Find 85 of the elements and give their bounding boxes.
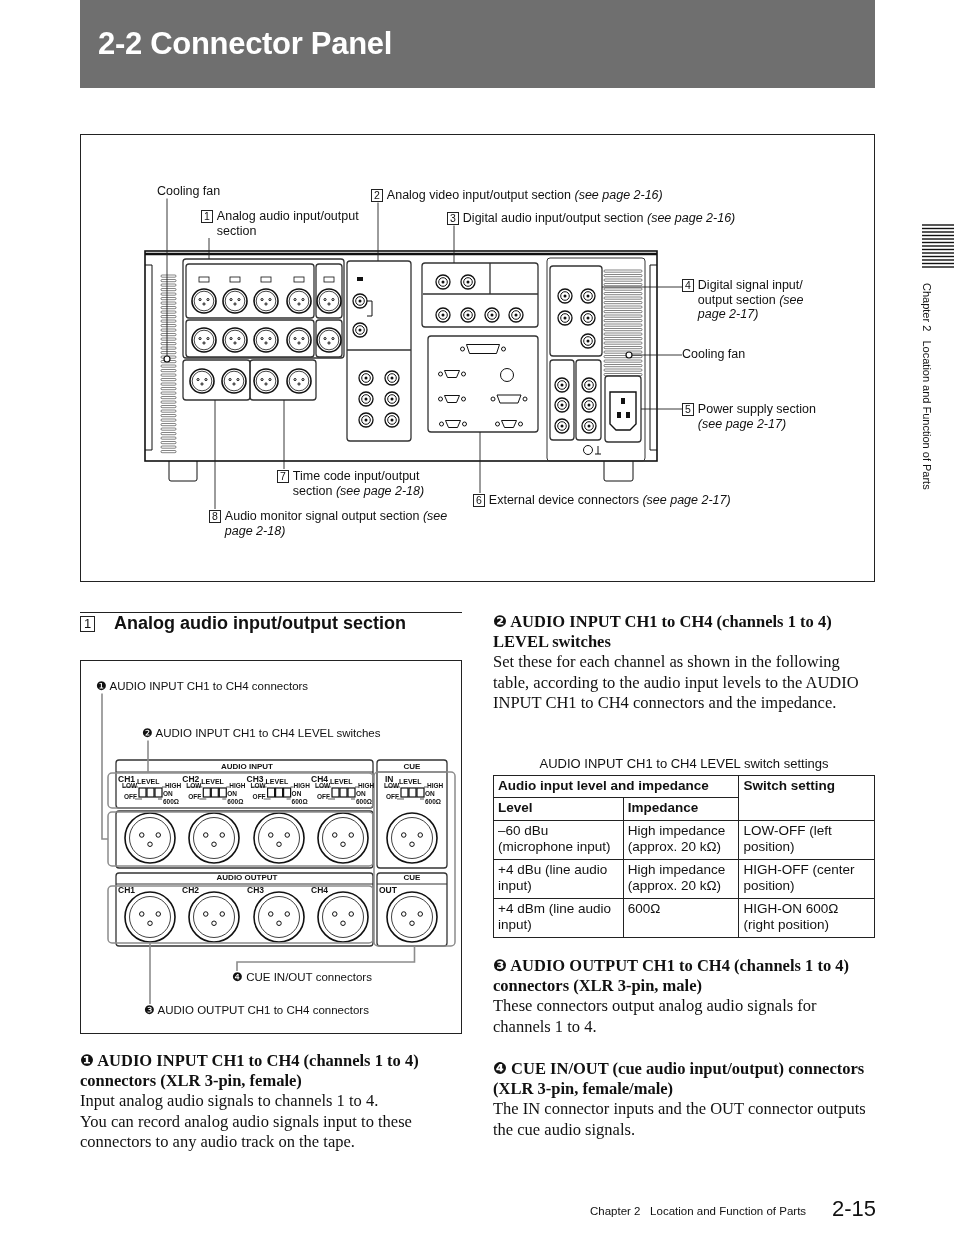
section-outline (182, 258, 345, 359)
callout-number: 1 (201, 210, 213, 223)
leader-line (631, 354, 683, 356)
item-heading: ❹ CUE IN/OUT (cue audio input/output) connectors (XLR 3-pin, female/male) (493, 1059, 866, 1099)
panel-label: CH1 (118, 774, 135, 784)
body-text: Input analog audio signals to channels 1 to 4. (80, 1091, 380, 1112)
callout-label: External device connectors (see page 2-17) (488, 493, 731, 508)
section-outline (604, 375, 642, 443)
section-heading: Analog audio input/output section (114, 613, 406, 634)
callout-number: 8 (209, 510, 221, 523)
callout-number: 3 (447, 212, 459, 225)
table-header-cell: Level (493, 797, 624, 821)
table-cell: +4 dBu (line audio input) (493, 859, 624, 899)
callout-label: Cooling fan (682, 347, 746, 362)
leader-line (640, 408, 683, 410)
callout-number: 6 (473, 494, 485, 507)
table-header-cell: Switch setting (738, 775, 875, 821)
callout-label: Cooling fan (157, 184, 221, 199)
highlight-outline (373, 771, 456, 947)
body-text: The IN connector inputs and the OUT connector outputs the cue audio signals. (493, 1099, 867, 1140)
leader-line (147, 739, 149, 774)
table-cell: +4 dBm (line audio input) (493, 898, 624, 938)
panel-label: CH4 (311, 885, 328, 895)
panel-label: CH1 (118, 885, 135, 895)
leader-line (214, 399, 216, 510)
leader-line (453, 225, 455, 264)
section-number: 1 (80, 616, 96, 632)
chapter-tab-label: Chapter 2 Location and Function of Parts (921, 283, 933, 490)
table-header-cell: Audio input level and impedance (493, 775, 739, 798)
callout-label: ❸ AUDIO OUTPUT CH1 to CH4 connectors (144, 1004, 369, 1018)
panel-label: OUT (379, 885, 397, 895)
page-title: 2-2 Connector Panel (98, 26, 393, 62)
panel-label: CH3 (247, 885, 264, 895)
section-outline (249, 359, 317, 401)
panel-label: IN (385, 774, 394, 784)
cooling-fan-marker (625, 351, 633, 359)
leader-line (236, 945, 416, 972)
panel-label: CUE (403, 874, 421, 882)
leader-line (101, 692, 109, 840)
leader-line (377, 202, 379, 262)
leader-line (149, 942, 151, 1005)
table-cell: High impedance (approx. 20 kΩ) (623, 859, 739, 899)
table-cell: LOW-OFF (left position) (738, 820, 875, 860)
highlight-outline (107, 885, 374, 944)
panel-label: CH2 (182, 774, 200, 784)
section-outline (421, 262, 539, 328)
leader-line (166, 198, 168, 357)
panel-label: CH3 (246, 774, 264, 784)
leader-line (208, 237, 210, 260)
table-cell: 600Ω (623, 898, 739, 938)
body-text: Set these for each channel as shown in the following table, according to the audio input levels to the AUDIO INPUT CH1 to CH4 connectors and the impedance. (493, 652, 860, 714)
highlight-outline (107, 772, 374, 809)
table-cell: HIGH-ON 600Ω (right position) (738, 898, 875, 938)
item-heading: ❷ AUDIO INPUT CH1 to CH4 (channels 1 to 4) LEVEL switches (493, 612, 833, 652)
table-cell: High impedance (approx. 20 kΩ) (623, 820, 739, 860)
page-number: 2-15 (832, 1196, 877, 1222)
callout-label: ❶ AUDIO INPUT CH1 to CH4 connectors (96, 680, 309, 694)
callout-number: 2 (371, 189, 383, 202)
callout-label: Digital audio input/output section (see page 2-16) (462, 211, 736, 226)
callout-number: 5 (682, 403, 694, 416)
highlight-outline (107, 811, 374, 867)
table-cell: –60 dBu (microphone input) (493, 820, 624, 860)
body-text: You can record analog audio signals input to these connectors to any audio track on the tape. (80, 1111, 413, 1153)
callout-number: 4 (682, 279, 694, 292)
table-cell: HIGH-OFF (center position) (738, 859, 875, 899)
callout-label: ❷ AUDIO INPUT CH1 to CH4 LEVEL switches (142, 727, 381, 741)
panel-label: AUDIO OUTPUT (216, 874, 278, 882)
page-footer: Chapter 2 Location and Function of Parts (590, 1205, 807, 1217)
panel-label: CH2 (182, 885, 199, 895)
body-text: These connectors output analog audio signals for channels 1 to 4. (493, 996, 818, 1037)
callout-label: ❹ CUE IN/OUT connectors (232, 971, 372, 985)
item-heading: ❸ AUDIO OUTPUT CH1 to CH4 (channels 1 to 4) connectors (XLR 3-pin, male) (493, 956, 851, 996)
section-outline (182, 359, 251, 401)
panel-label: CH4 (311, 774, 328, 784)
table-caption: AUDIO INPUT CH1 to CH4 LEVEL switch settings (538, 756, 830, 772)
leader-line (283, 399, 285, 470)
section-outline (549, 265, 603, 357)
leader-line (601, 286, 683, 288)
callout-number: 7 (277, 470, 289, 483)
cooling-fan-marker (163, 355, 171, 363)
item-heading: ❶ AUDIO INPUT CH1 to CH4 (channels 1 to 4) connectors (XLR 3-pin, female) (80, 1051, 420, 1091)
section-outline (346, 260, 412, 442)
section-outline (427, 335, 539, 433)
callout-label: Analog video input/output section (see page 2-16) (386, 188, 663, 203)
leader-line (479, 431, 481, 494)
